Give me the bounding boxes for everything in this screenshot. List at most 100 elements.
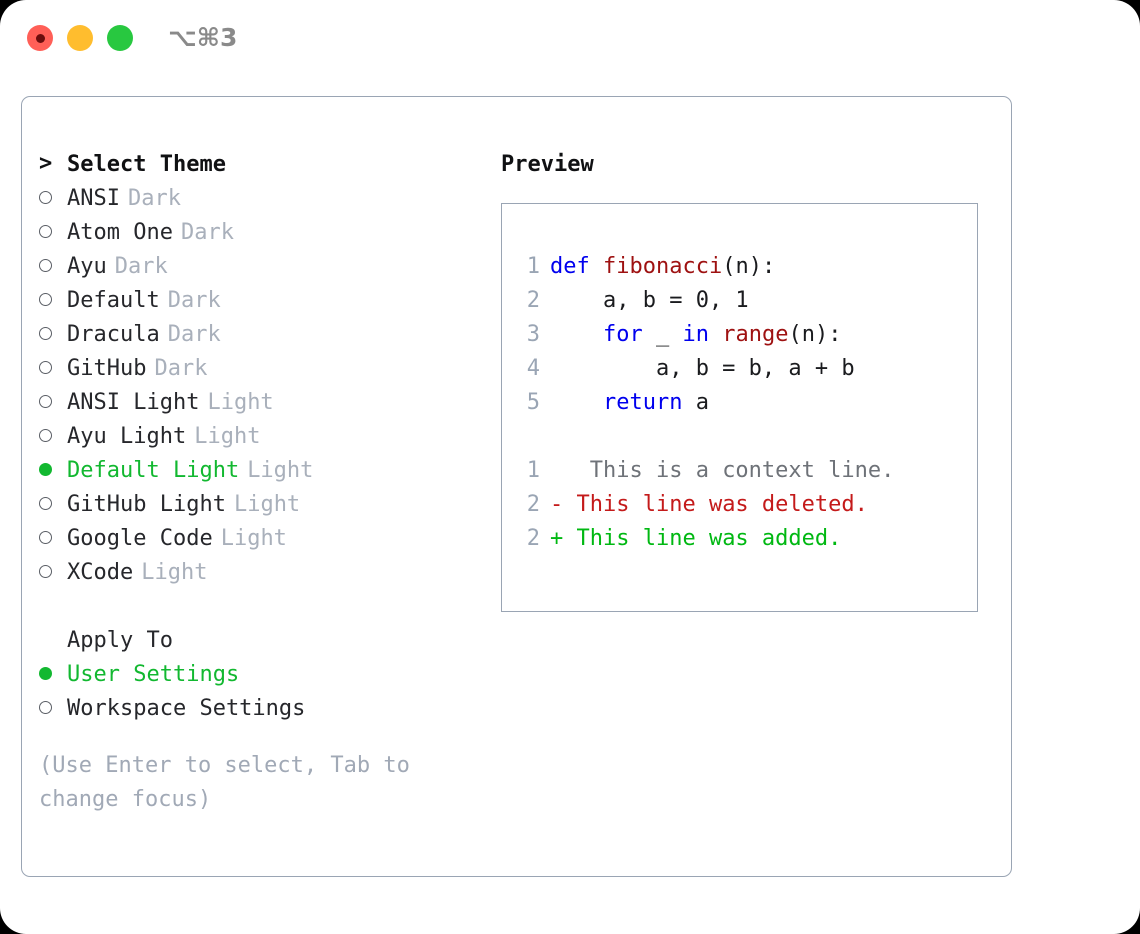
theme-option-marker-3 [39,289,67,311]
theme-option-name: XCode [67,559,134,585]
diff-line: 1 This is a context line. [512,453,971,487]
code-token-plain: (n): [788,321,842,347]
theme-option-row[interactable]: GitHub Dark [39,351,489,385]
close-button-icon[interactable] [27,25,53,51]
code-token-plain [550,322,603,347]
theme-option-marker-11 [39,561,67,583]
theme-option-row[interactable]: XCode Light [39,555,489,589]
theme-option-badge: Light [233,491,301,517]
apply-to-option-name: Workspace Settings [67,695,306,721]
maximize-button-icon[interactable] [107,25,133,51]
diff-line-sign [550,458,563,483]
theme-option-name: GitHub Light [67,491,226,517]
theme-option-name: GitHub [67,355,147,381]
theme-option-row[interactable]: ANSI Light Light [39,385,489,419]
window-title-shortcut: ⌥⌘3 [168,23,238,52]
code-line-number: 4 [526,355,540,381]
minimize-button-icon[interactable] [67,25,93,51]
diff-line-content: This line was added. [563,525,842,551]
theme-option-marker-9 [39,493,67,515]
theme-option-name: ANSI [67,185,120,211]
code-line: 5 return a [512,385,971,419]
radio-unselected-icon [39,701,52,714]
diff-line-sign: - [550,491,564,517]
code-line: 2 a, b = 0, 1 [512,283,971,317]
code-token-kw: for [602,321,643,347]
code-line-content: a, b = 0, 1 [550,288,749,313]
theme-option-badge: Light [247,457,314,483]
code-line-content: for _ in range(n): [550,322,841,347]
diff-line-sign: + [550,525,564,551]
apply-to-section: Apply To [39,623,489,657]
diff-line-number: 2 [526,525,540,551]
code-line-number: 2 [526,287,540,313]
radio-selected-icon [39,667,52,680]
apply-to-label: Apply To [67,627,173,653]
code-token-plain [590,254,603,279]
apply-to-option-row[interactable]: User Settings [39,657,489,691]
diff-line-number: 1 [526,457,540,483]
apply-to-option-marker-0 [39,663,67,685]
apply-to-option-row[interactable]: Workspace Settings [39,691,489,725]
theme-option-badge: Dark [127,185,181,211]
theme-option-marker-10 [39,527,67,549]
radio-unselected-icon [39,565,52,578]
code-token-plain [550,390,603,415]
radio-selected-icon [39,463,52,476]
radio-unselected-icon [39,361,52,374]
diff-line: 2- This line was deleted. [512,487,971,521]
diff-line: 2 + This line was added. [512,521,971,555]
apply-to-option-marker-1 [39,697,67,719]
theme-option-badge: Dark [167,321,221,347]
code-token-plain: a [682,389,709,415]
theme-option-row[interactable]: ANSI Dark [39,181,489,215]
code-token-fn: range [722,321,789,347]
list-spacer [39,589,489,623]
diff-line-content: This is a context line. [563,457,895,483]
radio-unselected-icon [39,225,52,238]
radio-unselected-icon [39,531,52,544]
code-token-plain: (n): [722,253,776,279]
theme-option-badge: Light [207,389,274,415]
theme-option-badge: Light [141,559,208,585]
diff-line-content: This line was deleted. [563,491,868,517]
theme-option-marker-0 [39,187,67,209]
theme-option-badge: Dark [154,355,208,381]
theme-option-name: Ayu Light [67,423,187,449]
traffic-light-buttons [27,25,133,51]
theme-option-badge: Light [220,525,287,551]
code-token-kw: def [550,253,590,279]
diff-sample-block: 1 This is a context line.2- This line wa… [512,453,971,555]
radio-unselected-icon [39,395,52,408]
theme-option-row[interactable]: GitHub Light Light [39,487,489,521]
code-token-plain: a, b = b, a + b [550,355,855,381]
code-line-number: 3 [526,321,540,347]
select-theme-header: > Select Theme [39,147,489,181]
apply-to-option-name: User Settings [67,661,240,687]
theme-option-name: Atom One [67,219,173,245]
code-line-number: 5 [526,389,540,415]
theme-option-marker-1 [39,221,67,243]
code-line-content: def fibonacci(n): [550,254,775,279]
preview-title: Preview [501,151,594,177]
radio-unselected-icon [39,293,52,306]
diff-line-number: 2 [526,491,540,517]
theme-option-marker-8 [39,459,67,481]
radio-unselected-icon [39,259,52,272]
code-line-content: return a [550,390,709,415]
theme-option-name: ANSI Light [67,389,200,415]
prompt-caret-icon: > [39,151,53,176]
